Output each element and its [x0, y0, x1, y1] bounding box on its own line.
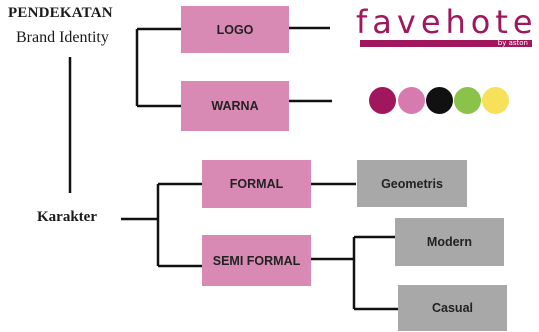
formal-box: FORMAL — [202, 160, 311, 208]
palette-dot-3 — [426, 87, 453, 114]
modern-box: Modern — [395, 218, 504, 266]
favehotel-logo-wordmark: favehotel — [356, 3, 539, 41]
warna-box: WARNA — [181, 81, 289, 131]
palette-dot-2 — [398, 87, 425, 114]
karakter-label: Karakter — [37, 209, 97, 225]
title-main: PENDEKATAN — [8, 5, 113, 21]
logo-box: LOGO — [181, 6, 289, 53]
title-sub: Brand Identity — [16, 29, 109, 46]
favehotel-logo-tagline: by aston — [497, 39, 528, 47]
palette-dot-1 — [369, 87, 396, 114]
palette-dot-4 — [454, 87, 481, 114]
favehotel-logo: favehotel by aston — [354, 3, 539, 47]
palette-dot-5 — [482, 87, 509, 114]
semi-formal-box: SEMI FORMAL — [202, 235, 311, 286]
casual-box: Casual — [398, 285, 507, 331]
favehotel-logo-bar — [360, 40, 532, 47]
geometris-box: Geometris — [357, 160, 467, 207]
